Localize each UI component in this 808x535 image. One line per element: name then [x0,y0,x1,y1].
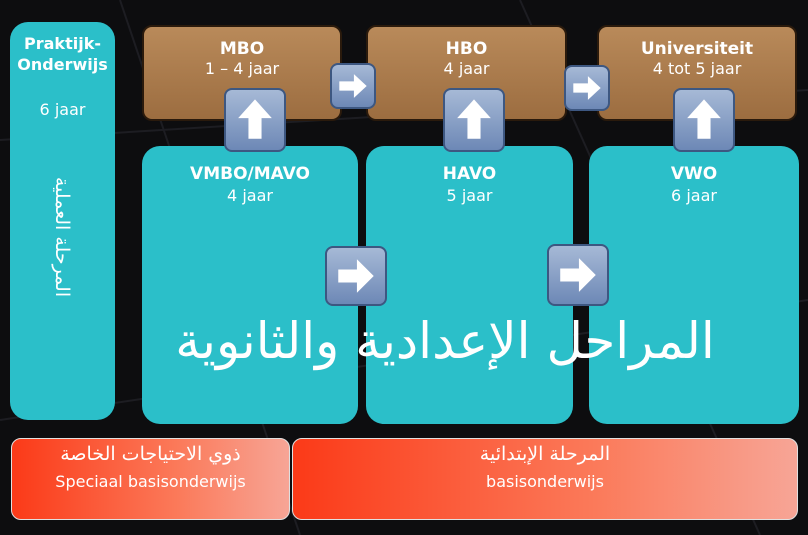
vwo-title: VWO [670,164,718,184]
mbo-title: MBO [219,39,265,59]
vwo-duration: 6 jaar [671,186,717,205]
arrow-right-icon [564,65,610,111]
arrow-up-icon [443,88,505,152]
vmbo-mavo-duration: 4 jaar [227,186,273,205]
arrow-right-icon [325,246,387,306]
havo-duration: 5 jaar [446,186,493,205]
praktijk-arabic: المرحلة العملية [51,176,73,298]
hbo-title: HBO [445,39,488,59]
havo-title: HAVO [442,164,497,184]
primary-box: المرحلة الإبتدائية basisonderwijs [292,438,798,520]
vmbo-mavo-title: VMBO/MAVO [190,164,310,184]
special-primary-arabic: ذوي الاحتياجات الخاصة [60,443,241,465]
praktijk-column: Praktijk- Onderwijs 6 jaar المرحلة العمل… [10,22,115,420]
praktijk-title-line2: Onderwijs [17,55,108,74]
primary-dutch: basisonderwijs [486,472,604,491]
vwo-box: VWO 6 jaar [589,146,799,424]
hbo-duration: 4 jaar [443,59,490,78]
special-primary-box: ذوي الاحتياجات الخاصة Speciaal basisonde… [11,438,290,520]
universiteit-title: Universiteit [640,39,754,59]
secondary-arabic-label: المراحل الإعدادية والثانوية [175,312,715,370]
arrow-right-icon [330,63,376,109]
arrow-right-icon [547,244,609,306]
arrow-up-icon [673,88,735,152]
praktijk-title-line1: Praktijk- [24,34,101,53]
vmbo-mavo-box: VMBO/MAVO 4 jaar [142,146,358,424]
special-primary-dutch: Speciaal basisonderwijs [55,472,246,491]
arrow-up-icon [224,88,286,152]
universiteit-duration: 4 tot 5 jaar [652,59,742,78]
primary-arabic: المرحلة الإبتدائية [479,443,611,465]
praktijk-duration: 6 jaar [39,100,86,119]
mbo-duration: 1 – 4 jaar [204,59,280,78]
havo-box: HAVO 5 jaar [366,146,573,424]
